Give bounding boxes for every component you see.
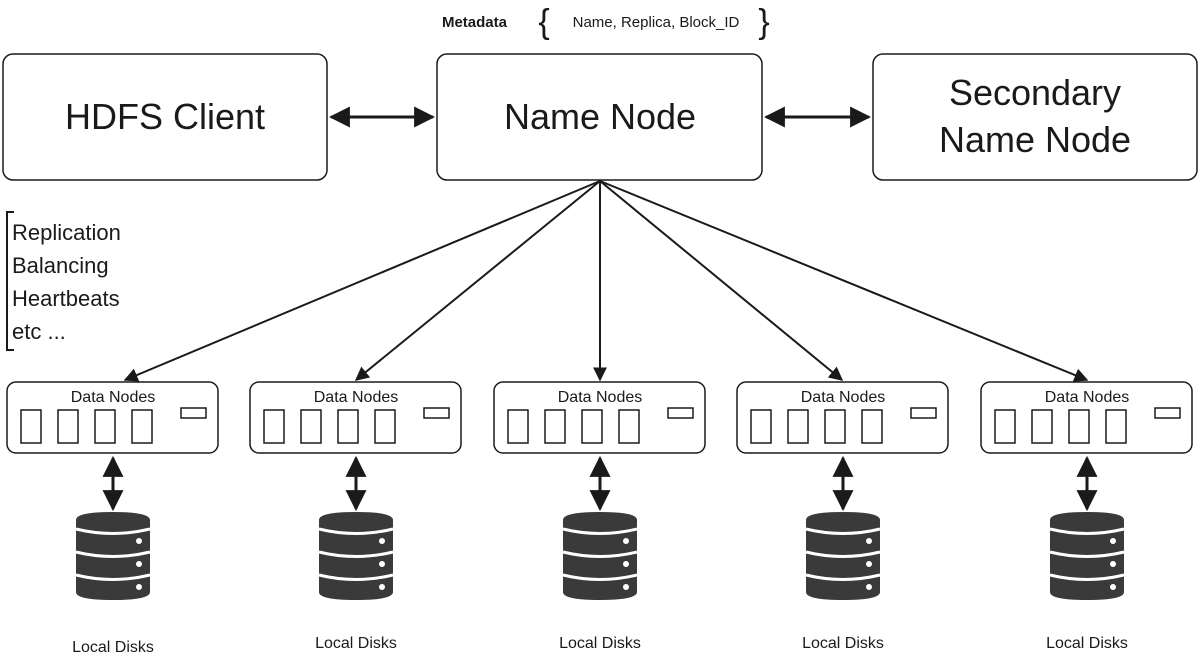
block-slot-icon (994, 409, 1016, 444)
block-slot-icon (263, 409, 285, 444)
data-node-label: Data Nodes (558, 389, 643, 406)
indicator-icon (180, 407, 207, 419)
local-disks-label: Local Disks (315, 635, 397, 652)
block-slot-icon (300, 409, 322, 444)
block-slot-icon (1068, 409, 1090, 444)
data-node-label: Data Nodes (314, 389, 399, 406)
block-slot-icon (374, 409, 396, 444)
name-node-label: Name Node (504, 96, 696, 137)
metadata-brace-open: { (538, 3, 549, 41)
indicator-icon (423, 407, 450, 419)
database-icon (1049, 512, 1125, 600)
block-slot-icon (57, 409, 79, 444)
data-node-label: Data Nodes (1045, 389, 1130, 406)
task-item: Replication (12, 220, 121, 245)
task-item: Heartbeats (12, 286, 120, 311)
block-slot-icon (787, 409, 809, 444)
database-icon (562, 512, 638, 600)
block-slot-icon (544, 409, 566, 444)
block-slot-icon (131, 409, 153, 444)
database-icon (805, 512, 881, 600)
block-slot-icon (337, 409, 359, 444)
task-item: etc ... (12, 319, 66, 344)
tasks-bracket (6, 211, 14, 351)
hdfs-client-box: HDFS Client (2, 53, 328, 181)
secondary-name-node-label-line1: Secondary (949, 72, 1121, 113)
database-icon (318, 512, 394, 600)
block-slot-icon (1031, 409, 1053, 444)
secondary-name-node-box: Secondary Name Node (872, 53, 1198, 181)
namenode-datanode-arrow (599, 180, 1089, 382)
local-disks-label: Local Disks (72, 639, 154, 656)
block-slot-icon (618, 409, 640, 444)
metadata-brace-close: } (758, 3, 769, 41)
block-slot-icon (861, 409, 883, 444)
block-slot-icon (507, 409, 529, 444)
indicator-icon (667, 407, 694, 419)
indicator-icon (1154, 407, 1181, 419)
local-disks-label: Local Disks (802, 635, 884, 652)
block-slot-icon (581, 409, 603, 444)
tasks-list: Replication Balancing Heartbeats etc ... (6, 211, 121, 351)
block-slot-icon (20, 409, 42, 444)
namenode-datanode-arrow (354, 180, 601, 381)
block-slot-icon (94, 409, 116, 444)
secondary-name-node-label-line2: Name Node (939, 119, 1131, 160)
local-disks-label: Local Disks (559, 635, 641, 652)
task-item: Balancing (12, 253, 109, 278)
metadata-label: Metadata (442, 14, 508, 31)
block-slot-icon (824, 409, 846, 444)
namenode-datanode-arrow (599, 180, 844, 381)
namenode-datanode-arrow (123, 180, 601, 382)
name-node-box: Name Node (436, 53, 763, 181)
block-slot-icon (750, 409, 772, 444)
local-disks-label: Local Disks (1046, 635, 1128, 652)
block-slot-icon (1105, 409, 1127, 444)
data-node-label: Data Nodes (71, 389, 156, 406)
database-icon (75, 512, 151, 600)
indicator-icon (910, 407, 937, 419)
data-node-label: Data Nodes (801, 389, 886, 406)
hdfs-client-label: HDFS Client (65, 96, 265, 137)
metadata-fields: Name, Replica, Block_ID (573, 14, 740, 31)
